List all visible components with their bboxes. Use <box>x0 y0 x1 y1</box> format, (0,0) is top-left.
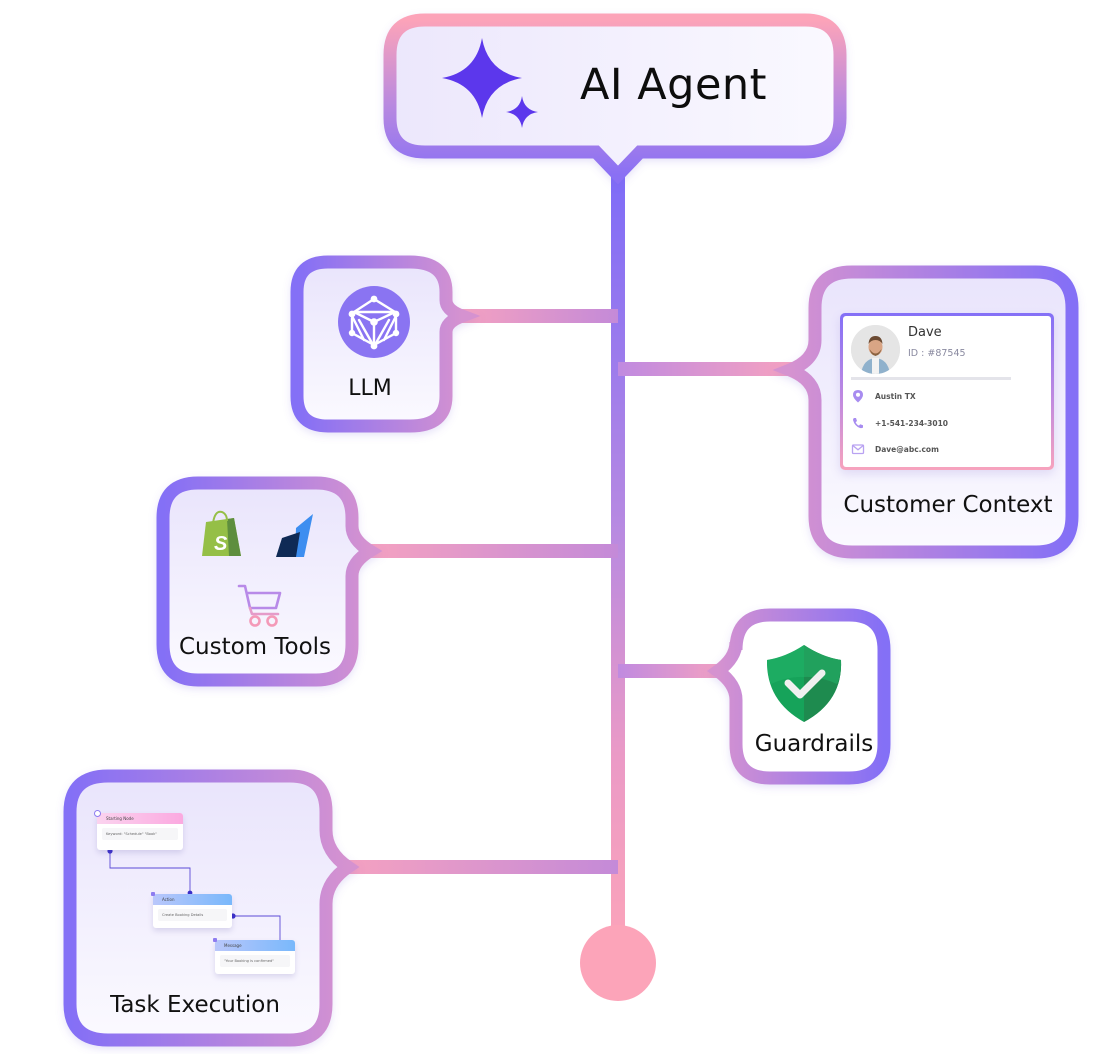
customer-card: Dave ID : #87545 Austin TX +1-541-234-30… <box>840 313 1054 470</box>
shield-check-icon <box>766 645 842 722</box>
diagram-title: AI Agent <box>580 60 768 110</box>
customer-phone-row: +1-541-234-3010 <box>851 415 948 431</box>
svg-text:S: S <box>214 533 228 555</box>
divider <box>851 377 1011 380</box>
node-title: Message <box>215 940 295 951</box>
action-node-badge-icon <box>151 892 155 896</box>
timeline-end-dot <box>580 925 656 1001</box>
message-node-badge-icon <box>213 938 217 942</box>
node-body: Keyword: "Schedule" "Book" <box>102 828 178 840</box>
sparkle-icon <box>442 38 538 128</box>
timeline-spine <box>611 165 625 955</box>
guardrails-label: Guardrails <box>754 731 874 757</box>
location-pin-icon <box>853 390 863 403</box>
mail-icon <box>851 444 865 455</box>
title-bubble <box>383 13 847 185</box>
customer-location-row: Austin TX <box>851 388 916 404</box>
customer-id: ID : #87545 <box>908 348 966 359</box>
customer-email-row: Dave@abc.com <box>851 441 939 457</box>
node-title: Starting Node <box>97 813 183 824</box>
connector-custom-tools <box>362 544 618 558</box>
llm-label: LLM <box>348 376 392 401</box>
customer-phone: +1-541-234-3010 <box>875 418 949 428</box>
customer-name: Dave <box>908 325 942 340</box>
customer-email: Dave@abc.com <box>875 444 939 454</box>
shopify-icon: S <box>202 510 241 556</box>
workflow-edges <box>109 851 281 940</box>
workflow-node-start: Starting Node Keyword: "Schedule" "Book" <box>97 813 183 850</box>
customer-location: Austin TX <box>875 391 916 401</box>
avatar <box>851 325 900 374</box>
node-body: Create Booking Details <box>158 909 227 921</box>
neural-network-icon <box>338 286 410 358</box>
connector-guardrails <box>618 664 728 678</box>
workflow-node-message: Message "Your Booking is confirmed" <box>215 940 295 974</box>
custom-tools-label: Custom Tools <box>178 634 332 660</box>
connector-task-execution <box>340 860 618 874</box>
customer-context-label: Customer Context <box>843 492 1053 518</box>
connector-customer-context <box>618 362 793 376</box>
phone-icon <box>853 418 863 429</box>
connector-llm <box>455 309 618 323</box>
start-node-badge-icon <box>94 810 101 817</box>
shopping-cart-icon <box>237 584 282 627</box>
node-body: "Your Booking is confirmed" <box>220 955 290 967</box>
task-execution-label: Task Execution <box>110 992 280 1018</box>
workflow-node-action: Action Create Booking Details <box>153 894 232 928</box>
arrow-logo-icon <box>276 514 313 557</box>
node-title: Action <box>153 894 232 905</box>
person-photo-icon <box>851 325 900 374</box>
